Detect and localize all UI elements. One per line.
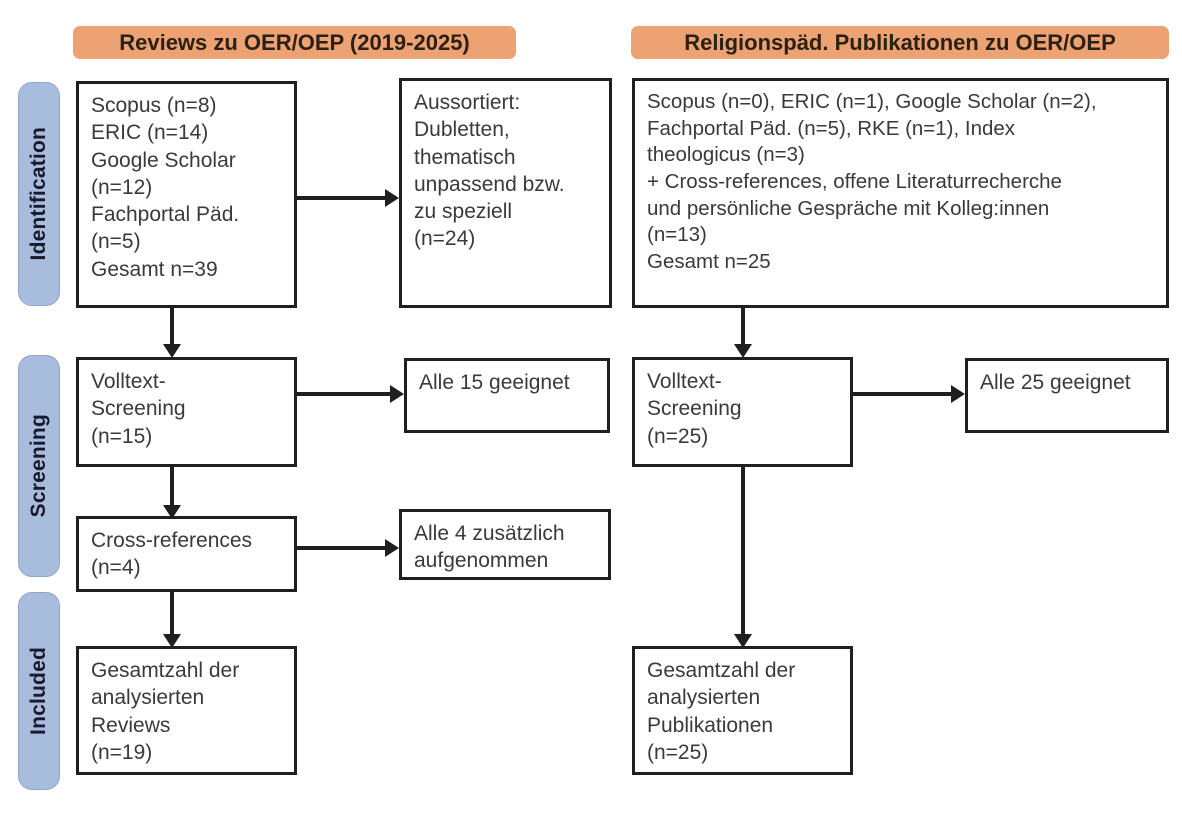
box-left-included: Gesamtzahl der analysierten Reviews (n=1… [76, 646, 297, 775]
column-header-religionspaed-label: Religionspäd. Publikationen zu OER/OEP [684, 29, 1116, 55]
arrowhead-left-crossref-to-included [163, 634, 181, 648]
column-header-reviews: Reviews zu OER/OEP (2019-2025) [73, 26, 516, 59]
column-header-reviews-label: Reviews zu OER/OEP (2019-2025) [119, 29, 470, 55]
arrowhead-right-identification-to-screening [734, 344, 752, 358]
box-left-identification: Scopus (n=8) ERIC (n=14) Google Scholar … [76, 81, 297, 308]
column-header-religionspaed: Religionspäd. Publikationen zu OER/OEP [631, 26, 1169, 59]
box-left-screening: Volltext- Screening (n=15) [76, 357, 297, 467]
arrowhead-right-screening-to-included [734, 634, 752, 648]
arrowhead-left-screening-to-result [390, 385, 404, 403]
stage-bar-screening: Screening [18, 355, 60, 577]
connector-left-crossref-to-result [297, 546, 387, 550]
arrowhead-left-identification-to-excluded [385, 189, 399, 207]
box-left-excluded: Aussortiert: Dubletten, thematisch unpas… [399, 78, 612, 308]
box-right-identification: Scopus (n=0), ERIC (n=1), Google Scholar… [632, 78, 1169, 308]
box-left-crossref-result: Alle 4 zusätzlich aufgenommen [399, 509, 611, 580]
connector-left-crossref-to-included [170, 592, 174, 636]
connector-right-screening-to-result [853, 392, 953, 396]
connector-left-identification-to-screening [170, 308, 174, 346]
connector-left-identification-to-excluded [297, 196, 387, 200]
stage-bar-included-label: Included [27, 647, 50, 735]
connector-right-identification-to-screening [741, 308, 745, 346]
arrowhead-right-screening-to-result [951, 385, 965, 403]
arrowhead-left-identification-to-screening [163, 344, 181, 358]
arrowhead-left-screening-to-crossref [163, 505, 181, 519]
connector-left-screening-to-result [297, 392, 392, 396]
box-left-screening-result: Alle 15 geeignet [404, 358, 610, 433]
connector-left-screening-to-crossref [170, 467, 174, 507]
stage-bar-identification-label: Identification [27, 127, 50, 261]
box-right-included: Gesamtzahl der analysierten Publikatione… [632, 646, 853, 775]
arrowhead-left-crossref-to-result [385, 539, 399, 557]
box-right-screening-result: Alle 25 geeignet [965, 358, 1169, 433]
box-left-crossref: Cross-references (n=4) [76, 516, 297, 592]
box-right-screening: Volltext- Screening (n=25) [632, 357, 853, 467]
stage-bar-screening-label: Screening [27, 414, 50, 518]
stage-bar-included: Included [18, 592, 60, 790]
connector-right-screening-to-included [741, 467, 745, 637]
stage-bar-identification: Identification [18, 82, 60, 306]
